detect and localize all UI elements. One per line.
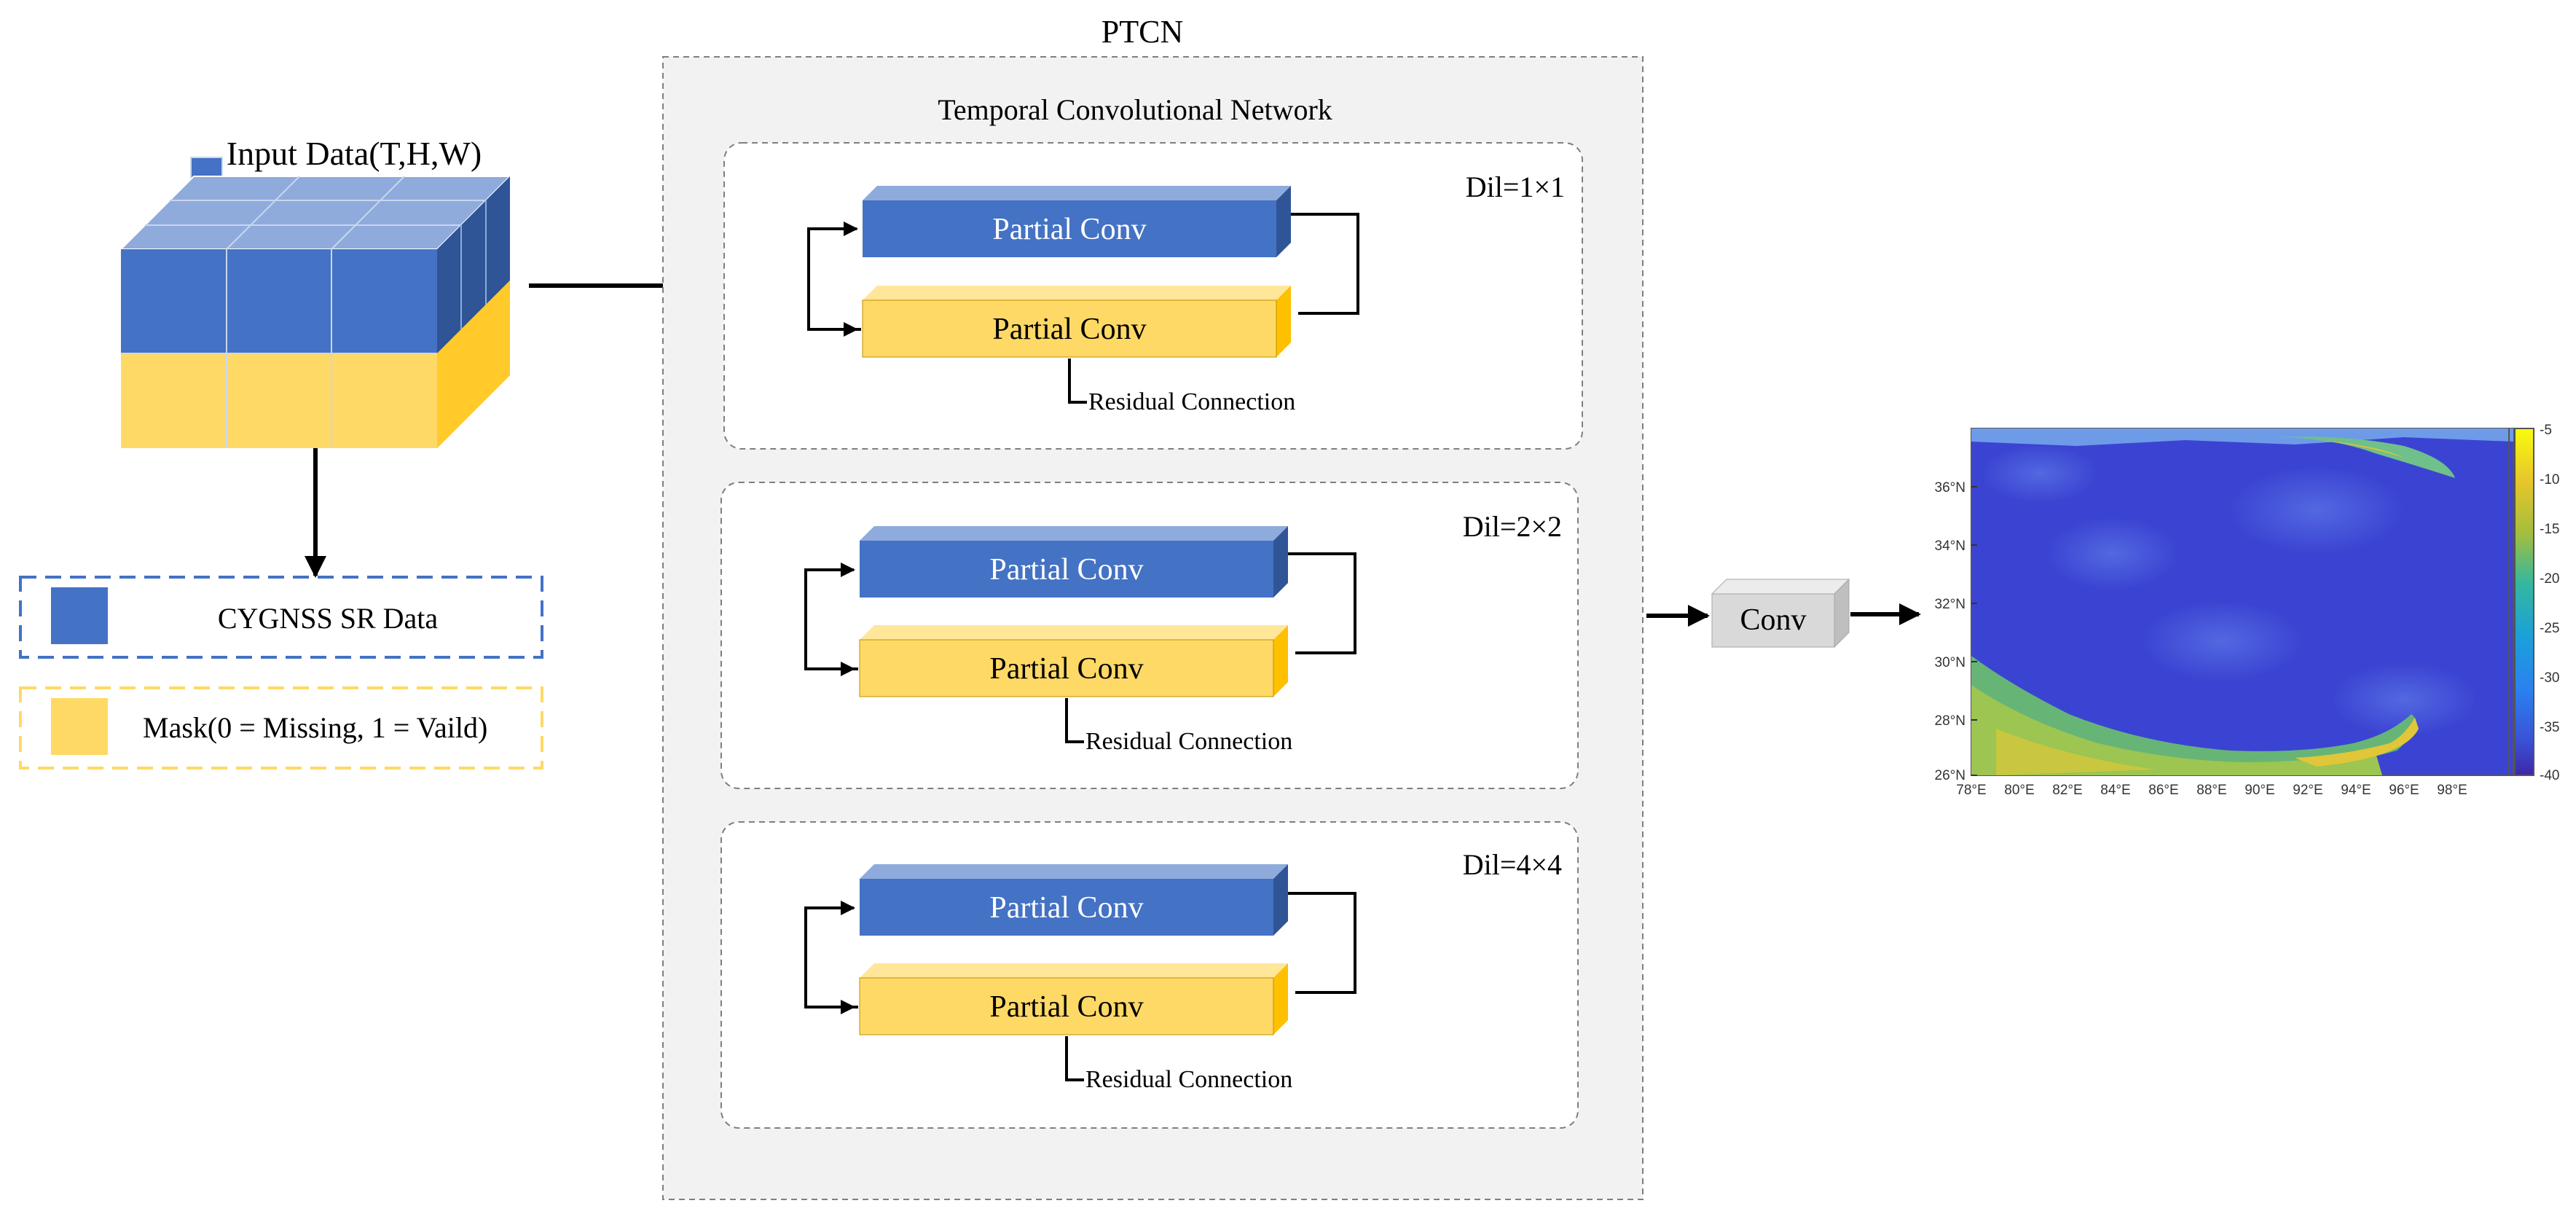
lon-label: 94°E xyxy=(2341,783,2371,798)
dilation-label: Dil=2×2 xyxy=(1463,510,1562,543)
lon-label: 82°E xyxy=(2052,783,2082,798)
lon-label: 78°E xyxy=(1956,783,1986,798)
input-data-cube xyxy=(119,157,512,448)
output-conv-label: Conv xyxy=(1740,603,1806,637)
map-ticks xyxy=(1971,486,1977,776)
partial-conv-bottom: Partial Conv xyxy=(992,313,1146,346)
legend-mask-label: Mask(0 = Missing, 1 = Vaild) xyxy=(143,711,487,744)
colorbar-label: -30 xyxy=(2540,670,2559,686)
legend-sr-label: CYGNSS SR Data xyxy=(218,602,439,635)
lat-label: 36°N xyxy=(1935,480,1966,496)
residual-connection-label: Residual Connection xyxy=(1085,1066,1292,1093)
partial-conv-bottom: Partial Conv xyxy=(989,652,1143,686)
output-map xyxy=(1971,428,2514,776)
lat-label: 34°N xyxy=(1935,538,1966,554)
legend-mask-box xyxy=(19,686,543,769)
colorbar-label: -5 xyxy=(2540,423,2552,438)
lon-label: 84°E xyxy=(2100,783,2130,798)
dilation-block-1: Dil=1×1 Partial Conv Partial Conv Residu… xyxy=(723,142,1583,450)
partial-conv-bottom: Partial Conv xyxy=(989,990,1143,1024)
residual-connection-label: Residual Connection xyxy=(1088,388,1295,415)
legend-sr-swatch xyxy=(51,587,108,644)
ptcn-title: PTCN xyxy=(1102,14,1183,50)
colorbar-label: -10 xyxy=(2540,472,2559,487)
lon-label: 88°E xyxy=(2196,783,2226,798)
input-data-title: Input Data(T,H,W) xyxy=(227,135,482,172)
dilation-label: Dil=4×4 xyxy=(1463,848,1562,881)
partial-conv-top: Partial Conv xyxy=(989,553,1143,587)
map-colorbar xyxy=(2514,428,2534,776)
colorbar-label: -40 xyxy=(2540,768,2559,783)
legend-sr-box xyxy=(19,576,543,659)
colorbar-label: -25 xyxy=(2540,621,2559,636)
lon-label: 80°E xyxy=(2004,783,2034,798)
colorbar-label: -35 xyxy=(2540,720,2559,735)
colorbar-label: -20 xyxy=(2540,571,2559,587)
partial-conv-top: Partial Conv xyxy=(992,213,1146,246)
partial-conv-top: Partial Conv xyxy=(989,891,1143,925)
lon-label: 92°E xyxy=(2293,783,2322,798)
lat-label: 26°N xyxy=(1935,768,1966,783)
lat-label: 32°N xyxy=(1935,597,1966,612)
dilation-block-3: Dil=4×4 Partial Conv Partial Conv Residu… xyxy=(720,821,1579,1129)
lon-label: 96°E xyxy=(2389,783,2419,798)
dilation-label: Dil=1×1 xyxy=(1466,171,1565,203)
residual-connection-label: Residual Connection xyxy=(1085,728,1292,755)
lon-label: 90°E xyxy=(2245,783,2274,798)
tcn-subtitle: Temporal Convolutional Network xyxy=(938,93,1332,126)
lon-label: 98°E xyxy=(2437,783,2467,798)
dilation-block-2: Dil=2×2 Partial Conv Partial Conv Residu… xyxy=(720,482,1579,789)
lat-label: 30°N xyxy=(1935,655,1966,670)
output-conv-box xyxy=(1711,578,1850,649)
colorbar-label: -15 xyxy=(2540,522,2559,537)
lat-label: 28°N xyxy=(1935,713,1966,729)
lon-label: 86°E xyxy=(2148,783,2178,798)
legend-mask-swatch xyxy=(51,698,108,755)
